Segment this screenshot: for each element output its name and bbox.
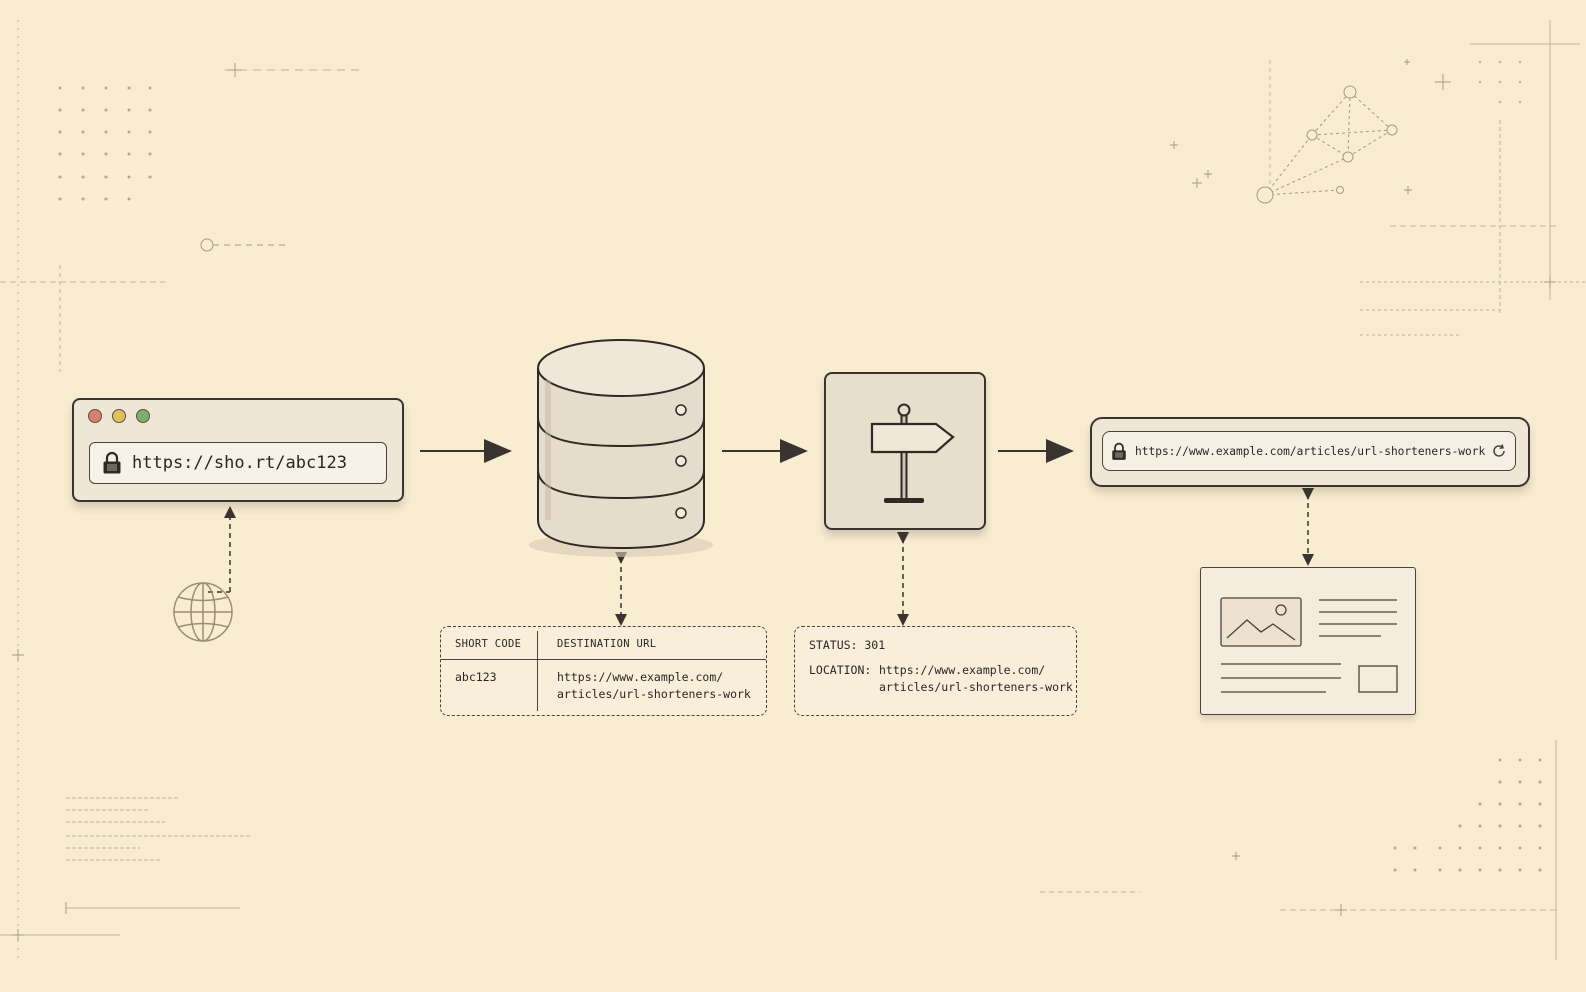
lock-icon <box>1112 442 1126 460</box>
database-icon <box>529 339 713 557</box>
table-header <box>441 627 766 660</box>
signpost-icon <box>870 403 955 503</box>
destination-url-text: https://www.example.com/articles/url-sho… <box>1135 444 1486 458</box>
short-url-bar[interactable]: https://sho.rt/abc123 <box>89 442 387 484</box>
window-controls <box>88 409 150 423</box>
minimize-dot[interactable] <box>112 409 126 423</box>
location-label: LOCATION: <box>809 663 872 677</box>
dashed-connectors <box>208 488 1314 626</box>
header-short-code: SHORT CODE <box>455 638 522 650</box>
location-url-line1: https://www.example.com/ <box>879 663 1046 677</box>
refresh-icon[interactable] <box>1491 443 1507 459</box>
short-url-text: https://sho.rt/abc123 <box>132 453 347 473</box>
destination-url-bar[interactable]: https://www.example.com/articles/url-sho… <box>1102 431 1516 471</box>
crosshair-marks <box>12 59 1556 941</box>
dot-grid-top-left <box>58 86 152 201</box>
location-url-line2: articles/url-shorteners-work <box>879 680 1073 694</box>
dot-grid-bottom-right <box>1393 758 1542 872</box>
status-line: STATUS: 301 <box>809 638 886 652</box>
browser-window: https://sho.rt/abc123 <box>72 398 404 502</box>
guide-lines <box>0 20 1586 960</box>
dot-grid-top-right <box>1478 60 1522 104</box>
mapping-table: SHORT CODE DESTINATION URL abc123 https:… <box>440 626 767 716</box>
cell-destination-url-line2: articles/url-shorteners-work <box>557 687 751 701</box>
maximize-dot[interactable] <box>136 409 150 423</box>
network-constellation <box>1256 85 1398 204</box>
header-destination-url: DESTINATION URL <box>557 638 657 650</box>
redirect-tile <box>824 372 986 530</box>
lock-icon <box>103 451 121 474</box>
webpage-icon <box>1200 567 1416 715</box>
redirect-response-box: STATUS: 301 LOCATION: https://www.exampl… <box>794 626 1077 716</box>
destination-browser-bar: https://www.example.com/articles/url-sho… <box>1090 417 1530 487</box>
guide-circle <box>200 238 285 252</box>
globe-icon <box>173 582 233 642</box>
cell-destination-url-line1: https://www.example.com/ <box>557 670 724 684</box>
column-divider <box>537 631 538 711</box>
close-dot[interactable] <box>88 409 102 423</box>
webpage-illustration <box>1220 597 1398 693</box>
cell-short-code: abc123 <box>455 670 497 684</box>
